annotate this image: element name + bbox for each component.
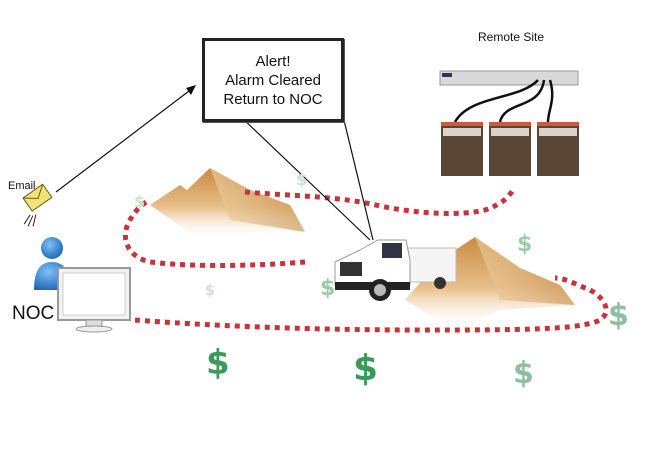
alert-pointer-line-1 <box>239 115 371 241</box>
dollar-icon: $ <box>206 343 230 383</box>
dollar-icon: $ <box>320 276 336 301</box>
dollar-icon: $ <box>517 232 533 257</box>
dollar-icon: $ <box>134 192 146 211</box>
remote-site-label: Remote Site <box>478 30 545 44</box>
envelope-icon <box>22 183 53 227</box>
alert-instruction: Return to NOC <box>223 90 323 108</box>
noc-label: NOC <box>12 303 55 324</box>
dollar-icon: $ <box>296 170 308 189</box>
battery <box>489 122 531 176</box>
remote-site-equipment <box>439 70 579 176</box>
alert-title: Alert! <box>255 52 291 70</box>
battery <box>537 122 579 176</box>
dollar-icon: $ <box>205 283 215 299</box>
monitor-icon <box>57 267 131 333</box>
alert-status: Alarm Cleared <box>225 71 321 89</box>
mountain-left <box>150 168 305 240</box>
battery <box>441 122 483 176</box>
email-label: Email <box>8 180 36 192</box>
email-arrow <box>55 85 196 193</box>
service-route-path <box>122 186 609 333</box>
dollar-icon: $ <box>608 298 629 333</box>
alert-message-box: Alert! Alarm Cleared Return to NOC <box>202 38 344 122</box>
dollar-icon: $ <box>353 348 379 389</box>
service-truck <box>334 239 457 301</box>
dollar-icon: $ <box>513 356 534 391</box>
